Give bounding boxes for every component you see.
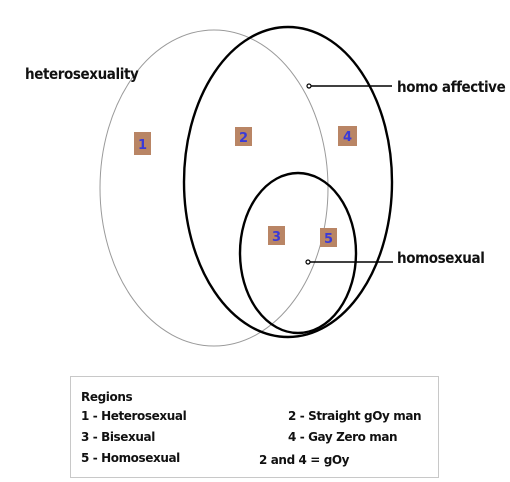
region-marker-2: 2 [235, 127, 252, 146]
homosexual-pointer-dot [305, 259, 311, 265]
region-number-5: 5 [324, 232, 333, 247]
region-box-3 [268, 226, 285, 245]
region-marker-1: 1 [134, 132, 151, 155]
region-marker-4: 4 [338, 126, 357, 146]
legend-title: Regions [81, 390, 133, 404]
region-number-3: 3 [272, 230, 281, 245]
legend-item-6: 2 and 4 = gOy [259, 453, 350, 467]
legend-item-2: 2 - Straight gOy man [288, 409, 422, 423]
region-number-2: 2 [239, 131, 248, 146]
legend-item-1: 1 - Heterosexual [81, 409, 187, 423]
legend-item-5: 5 - Homosexual [81, 451, 180, 465]
homosexual-set [238, 171, 358, 335]
heterosexuality-set [99, 29, 329, 347]
region-marker-3: 3 [268, 226, 285, 245]
region-number-4: 4 [343, 130, 352, 145]
region-number-1: 1 [138, 138, 147, 153]
region-marker-5: 5 [320, 228, 337, 247]
homosexual-label: homosexual [397, 249, 484, 267]
regions-legend: Regions 1 - Heterosexual 2 - Straight gO… [70, 376, 439, 478]
region-box-2 [235, 127, 252, 146]
heterosexuality-label: heterosexuality [25, 65, 139, 83]
legend-item-4: 4 - Gay Zero man [288, 430, 398, 444]
homo-affective-set [182, 25, 394, 339]
region-box-5 [320, 228, 337, 247]
region-box-4 [338, 126, 357, 146]
legend-item-3: 3 - Bisexual [81, 430, 155, 444]
homo-affective-pointer-dot [306, 83, 312, 89]
region-box-1 [134, 132, 151, 155]
homo-affective-label: homo affective [397, 78, 506, 96]
